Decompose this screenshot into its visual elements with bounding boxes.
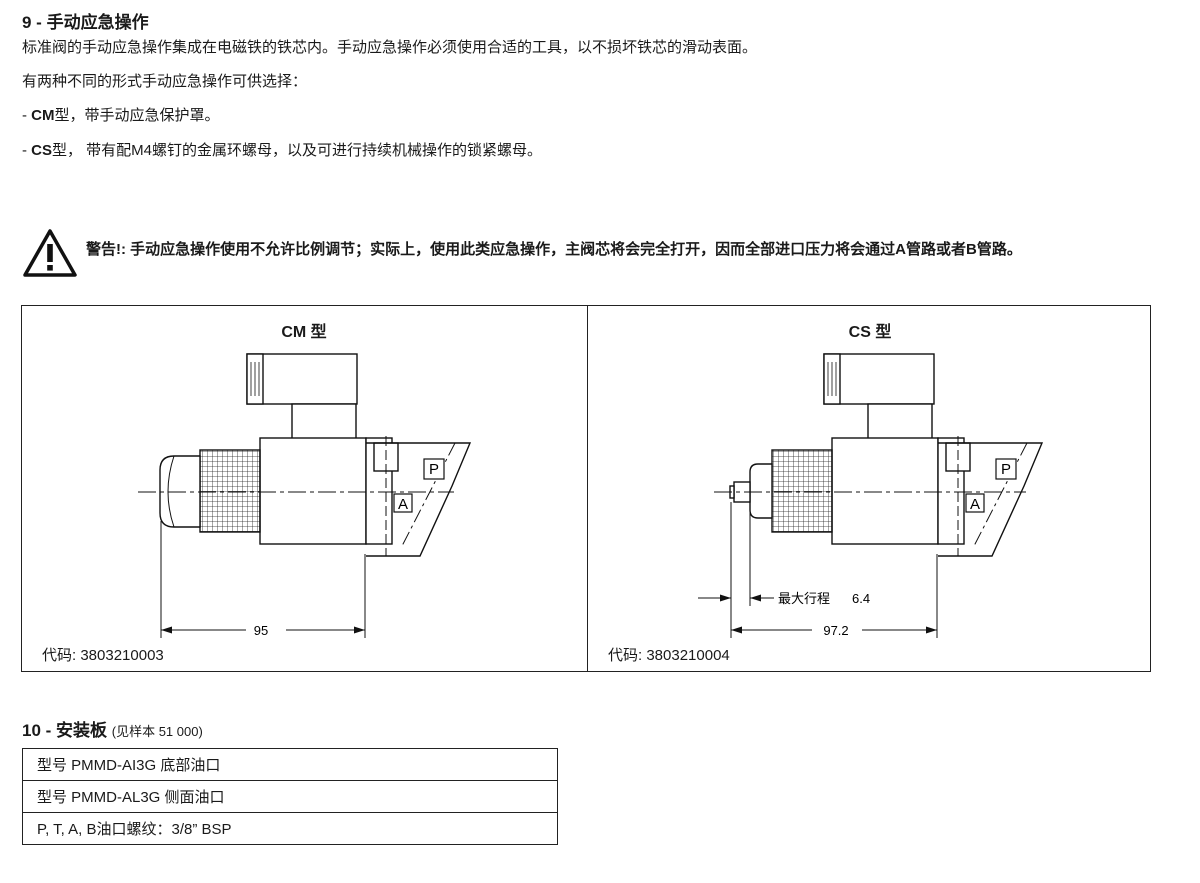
cs-coil-body	[831, 437, 939, 545]
option-cm-code: CM	[31, 107, 55, 124]
cs-stroke-label: 最大行程	[778, 591, 830, 606]
figure-cs-code: 代码: 3803210004	[608, 647, 730, 664]
cs-lock-nut	[749, 463, 773, 519]
option-cs: - CS型， 带有配M4螺钉的金属环螺母，以及可进行持续机械操作的锁紧螺母。	[22, 141, 542, 161]
table-cell: P, T, A, B油口螺纹：3/8” BSP	[22, 812, 558, 845]
cm-dimension-label: 95	[254, 623, 268, 638]
section-9-heading: 手动应急操作	[46, 13, 149, 32]
cm-port-a-label: A	[398, 496, 408, 513]
warning-triangle-icon	[23, 229, 77, 277]
table-row: 型号 PMMD-AL3G 侧面油口	[22, 780, 558, 813]
section-10-title: 10 - 安装板 (见样本 51 000)	[22, 716, 203, 741]
cs-dimension-label: 97.2	[823, 623, 848, 638]
cm-connector	[246, 353, 358, 405]
option-cs-text: 型， 带有配M4螺钉的金属环螺母，以及可进行持续机械操作的锁紧螺母。	[52, 142, 543, 159]
figure-box: CM 型	[21, 305, 1151, 672]
cm-valve-drawing: P A 95	[138, 353, 472, 638]
warning-text: 警告!: 手动应急操作使用不允许比例调节；实际上，使用此类应急操作，主阀芯将会完…	[86, 241, 1022, 258]
figure-cm-code: 代码: 3803210003	[42, 647, 164, 664]
figure-cs: CS 型	[588, 306, 1152, 671]
table-cell: 型号 PMMD-AI3G 底部油口	[22, 748, 558, 781]
cs-valve-drawing: 最大行程 6.4 97.2 P A	[698, 353, 1044, 638]
section-10-note: (见样本 51 000)	[111, 724, 203, 739]
option-cs-prefix: -	[22, 142, 32, 159]
cm-coil-body	[259, 437, 367, 545]
cs-knurl-ring	[771, 449, 833, 533]
figure-cm: CM 型	[22, 306, 586, 671]
table-row: P, T, A, B油口螺纹：3/8” BSP	[22, 812, 558, 845]
mounting-plate-table: 型号 PMMD-AI3G 底部油口 型号 PMMD-AL3G 侧面油口 P, T…	[22, 748, 558, 845]
figure-cs-title: CS 型	[848, 324, 892, 341]
section-9-para-1: 标准阀的手动应急操作集成在电磁铁的铁芯内。手动应急操作必须使用合适的工具，以不损…	[22, 39, 758, 56]
option-cm: - CM型，带手动应急保护罩。	[22, 106, 220, 126]
section-10-number: 10 -	[22, 721, 52, 740]
table-cell: 型号 PMMD-AL3G 侧面油口	[22, 780, 558, 813]
cs-stroke-value: 6.4	[852, 591, 870, 606]
option-cm-text: 型，带手动应急保护罩。	[54, 107, 220, 124]
section-9-title: 9 - 手动应急操作	[22, 8, 149, 33]
cm-port-p-label: P	[429, 461, 439, 478]
table-row: 型号 PMMD-AI3G 底部油口	[22, 748, 558, 781]
cs-port-a-label: A	[970, 496, 980, 513]
cs-port-p-label: P	[1001, 461, 1011, 478]
section-9-number: 9 -	[22, 13, 42, 32]
section-10-heading: 安装板	[56, 721, 108, 740]
section-9-para-2: 有两种不同的形式手动应急操作可供选择：	[22, 73, 308, 90]
cm-knurl-ring	[199, 449, 261, 533]
figure-cm-title: CM 型	[281, 324, 327, 341]
option-cm-prefix: -	[22, 107, 32, 124]
option-cs-code: CS	[31, 142, 53, 159]
figure-divider	[587, 306, 588, 671]
